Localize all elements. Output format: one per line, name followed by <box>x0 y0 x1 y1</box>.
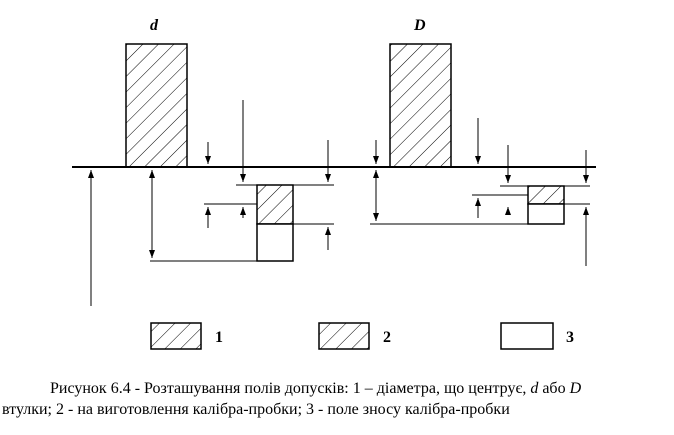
caption-symbol-D: D <box>569 380 582 397</box>
gauge-wear-field-right <box>527 203 565 225</box>
legend-label-1: 1 <box>215 329 223 346</box>
gauge-manufacturing-field-right <box>527 185 565 205</box>
extension-lines <box>150 184 590 262</box>
caption-line-2: втулки; 2 - на виготовлення калібра-проб… <box>2 401 510 418</box>
dimension-lines <box>88 100 589 306</box>
gauge-wear-field-left <box>256 223 294 262</box>
legend-label-3: 3 <box>566 329 574 346</box>
diameter-field-d <box>125 43 188 168</box>
caption-symbol-d: d <box>530 380 539 397</box>
caption-conjunction: або <box>538 380 570 397</box>
legend-swatch-2 <box>318 322 370 350</box>
gauge-manufacturing-field-left <box>256 184 294 225</box>
legend-label-2: 2 <box>383 329 391 346</box>
legend-swatch-3 <box>500 322 554 350</box>
hole-diameter-label: D <box>413 17 426 34</box>
legend-swatch-1 <box>150 322 202 350</box>
shaft-diameter-label: d <box>150 17 159 34</box>
diameter-field-D <box>389 43 452 168</box>
figure-caption: Рисунок 6.4 - Розташування полів допускі… <box>0 378 674 420</box>
legend: 1 2 3 <box>150 322 574 350</box>
tolerance-field-diagram: d D <box>72 17 596 350</box>
caption-line-1-text: Рисунок 6.4 - Розташування полів допускі… <box>50 380 531 397</box>
caption-line-1: Рисунок 6.4 - Розташування полів допускі… <box>0 378 674 399</box>
